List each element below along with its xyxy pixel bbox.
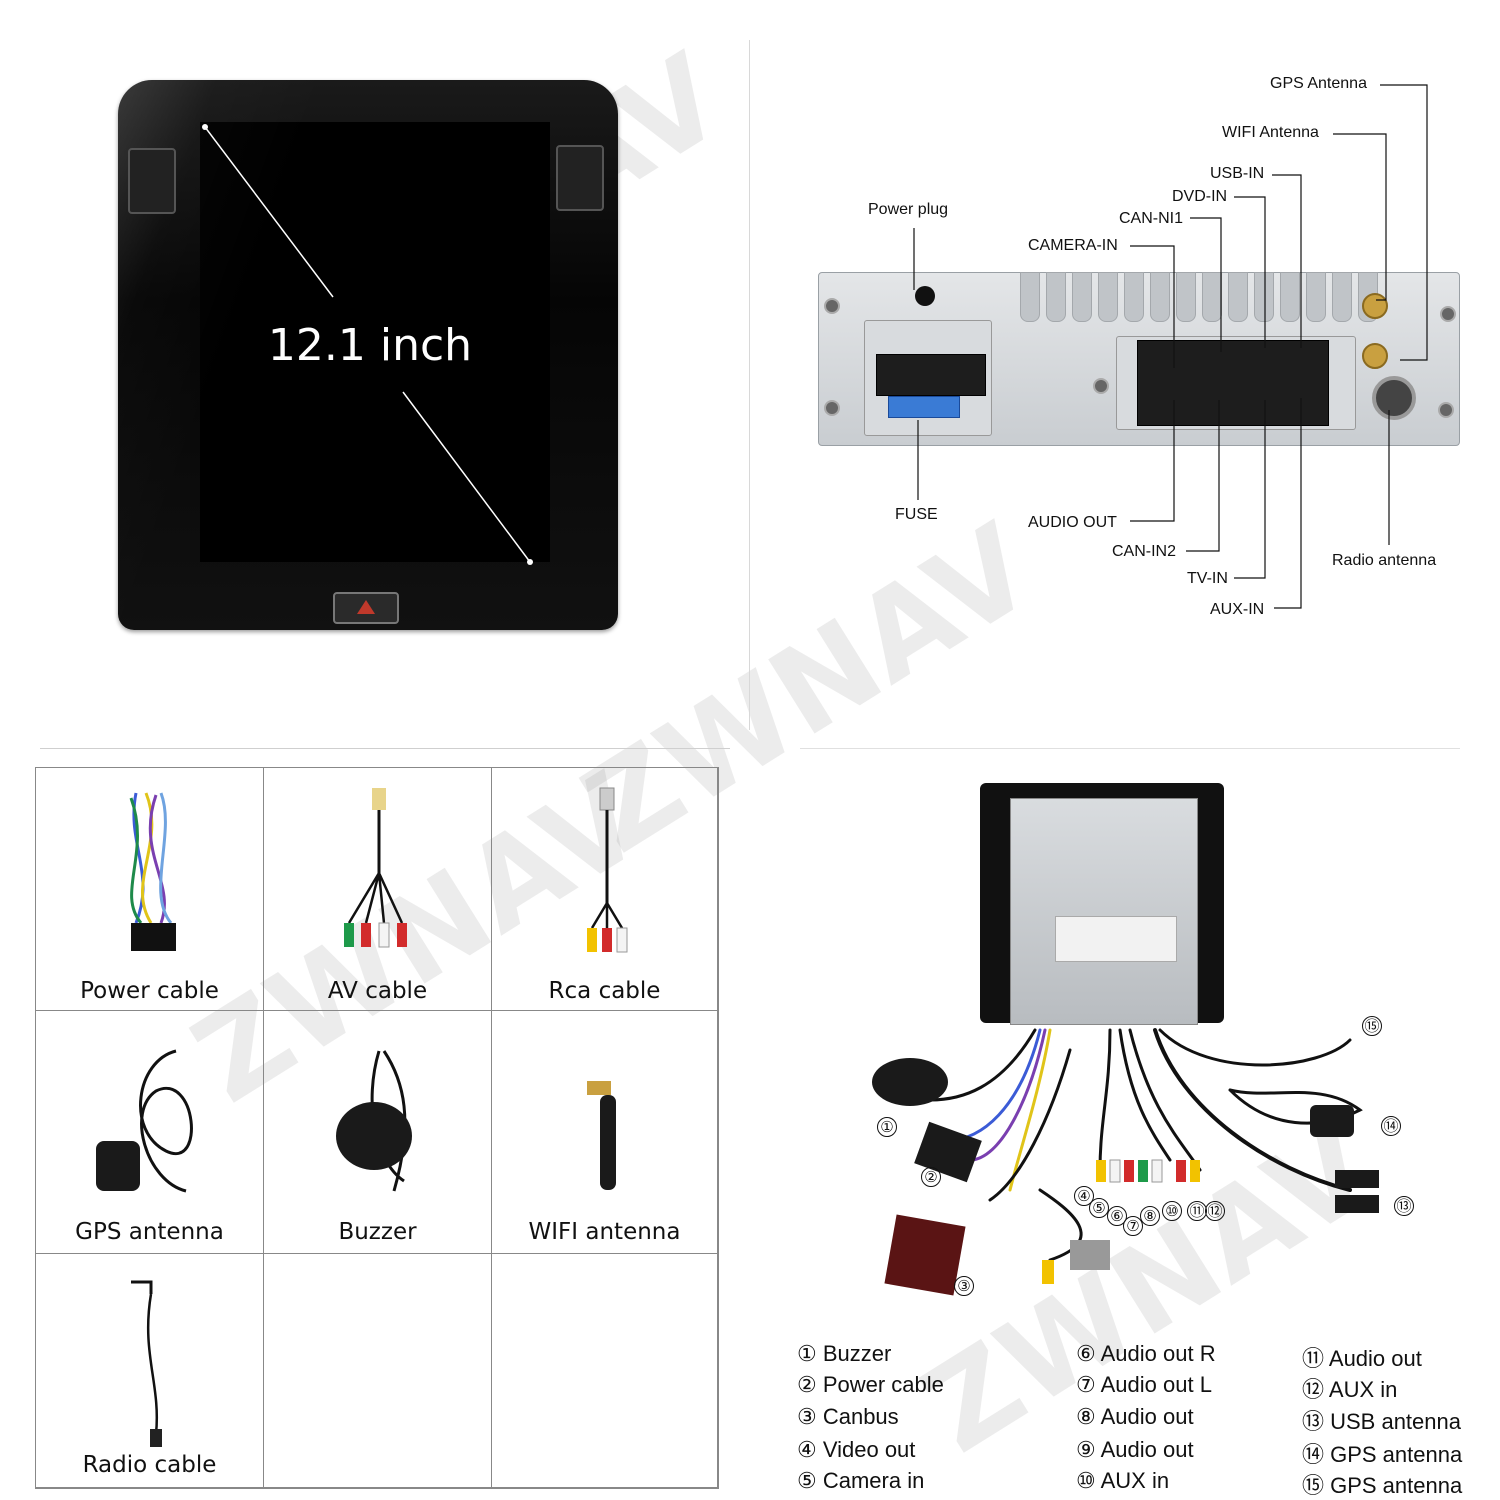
accessory-cell: Radio cable — [36, 1254, 264, 1488]
callout-audio-out: AUDIO OUT — [1028, 514, 1117, 531]
callout-aux-in: AUX-IN — [1210, 601, 1265, 618]
screw-icon — [824, 298, 840, 314]
legend-item: ⑨ Audio out — [1076, 1437, 1194, 1462]
callout-fuse: FUSE — [895, 506, 938, 523]
marker-13: ⑬ — [1394, 1196, 1414, 1216]
accessory-cell: GPS antenna — [36, 1011, 264, 1254]
legend-item: ⑤ Camera in — [797, 1468, 925, 1493]
callout-power-plug: Power plug — [868, 201, 949, 218]
callout-gps-antenna: GPS Antenna — [1270, 75, 1367, 92]
marker-7: ⑦ — [1123, 1216, 1143, 1236]
accessory-cell: Power cable — [36, 768, 264, 1011]
mount-clip — [128, 148, 176, 214]
accessory-label: Buzzer — [338, 1219, 417, 1245]
marker-8: ⑧ — [1140, 1206, 1160, 1226]
io-connector-block — [1137, 340, 1329, 426]
screw-icon — [1093, 378, 1109, 394]
legend-item: ⑬ USB antenna — [1302, 1409, 1461, 1434]
legend-item: ② Power cable — [797, 1372, 944, 1397]
legend-item: ⑧ Audio out — [1076, 1404, 1194, 1429]
screw-icon — [824, 400, 840, 416]
legend-item: ③ Canbus — [797, 1404, 899, 1429]
callout-usb-in: USB-IN — [1210, 165, 1265, 182]
legend-item: ⑩ AUX in — [1076, 1468, 1170, 1493]
callout-radio-antenna: Radio antenna — [1332, 552, 1437, 569]
wiring-harness — [872, 1028, 1379, 1296]
screen-size-label: 12.1 inch — [267, 320, 473, 371]
legend-item: ⑭ GPS antenna — [1302, 1442, 1463, 1467]
wifi-antenna-image — [587, 1081, 616, 1190]
accessory-cell: WIFI antenna — [492, 1011, 718, 1254]
marker-5: ⑤ — [1089, 1198, 1109, 1218]
vertical-divider — [749, 40, 750, 730]
power-connector — [876, 354, 986, 396]
legend-item: ④ Video out — [797, 1437, 916, 1462]
callout-tv-in: TV-IN — [1187, 570, 1228, 587]
empty-cell — [264, 1254, 492, 1488]
legend-item: ⑮ GPS antenna — [1302, 1473, 1463, 1498]
marker-12: ⑫ — [1205, 1201, 1225, 1221]
marker-15: ⑮ — [1362, 1016, 1382, 1036]
accessory-label: Power cable — [80, 978, 219, 1004]
accessory-label: AV cable — [327, 978, 428, 1004]
av-cable-image — [344, 788, 407, 948]
legend-item: ⑪ Audio out — [1302, 1346, 1422, 1371]
marker-4: ④ — [1074, 1186, 1094, 1206]
marker-6: ⑥ — [1107, 1206, 1127, 1226]
hazard-button — [333, 592, 399, 624]
fuse-block — [888, 396, 960, 418]
power-socket — [915, 286, 935, 306]
accessory-label: Radio cable — [82, 1452, 217, 1478]
marker-11: ⑪ — [1187, 1201, 1207, 1221]
accessory-cell: Buzzer — [264, 1011, 492, 1254]
unit-chassis — [1010, 798, 1198, 1025]
marker-14: ⑭ — [1381, 1116, 1401, 1136]
radio-connector — [1372, 376, 1416, 420]
screw-icon — [1438, 402, 1454, 418]
accessory-label: GPS antenna — [75, 1219, 224, 1245]
marker-1: ① — [877, 1117, 897, 1137]
legend-item: ⑦ Audio out L — [1076, 1372, 1212, 1397]
accessory-cell: AV cable — [264, 768, 492, 1011]
callout-wifi-antenna: WIFI Antenna — [1222, 124, 1319, 141]
radio-cable-image — [131, 1280, 162, 1447]
callout-dvd-in: DVD-IN — [1172, 188, 1228, 205]
callout-can-ni1: CAN-NI1 — [1119, 210, 1184, 227]
screw-icon — [1440, 306, 1456, 322]
callout-lines — [913, 84, 1428, 609]
empty-cell — [492, 1254, 718, 1488]
callout-camera-in: CAMERA-IN — [1028, 237, 1118, 254]
wifi-connector — [1362, 343, 1388, 369]
horizontal-divider — [40, 748, 730, 749]
marker-2: ② — [921, 1167, 941, 1187]
accessory-label: WIFI antenna — [528, 1219, 681, 1245]
accessory-label: Rca cable — [548, 978, 661, 1004]
legend-item: ⑥ Audio out R — [1076, 1341, 1216, 1366]
gps-connector — [1362, 293, 1388, 319]
marker-10: ⑩ — [1162, 1201, 1182, 1221]
accessories-grid: Power cable AV cable Rca cable G — [35, 767, 719, 1489]
gps-antenna-image — [96, 1049, 193, 1193]
buzzer-image — [336, 1050, 412, 1192]
marker-3: ③ — [954, 1276, 974, 1296]
diagonal-measure — [202, 124, 533, 565]
unit-screen — [200, 122, 550, 562]
horizontal-divider — [800, 748, 1460, 749]
rca-cable-image — [587, 787, 628, 953]
accessory-cell: Rca cable — [492, 768, 718, 1011]
legend-item: ① Buzzer — [797, 1341, 892, 1366]
callout-can-in2: CAN-IN2 — [1112, 543, 1177, 560]
mount-clip — [556, 145, 604, 211]
power-cable-image — [129, 792, 176, 951]
legend-item: ⑫ AUX in — [1302, 1377, 1398, 1402]
chassis-sticker — [1055, 916, 1177, 962]
